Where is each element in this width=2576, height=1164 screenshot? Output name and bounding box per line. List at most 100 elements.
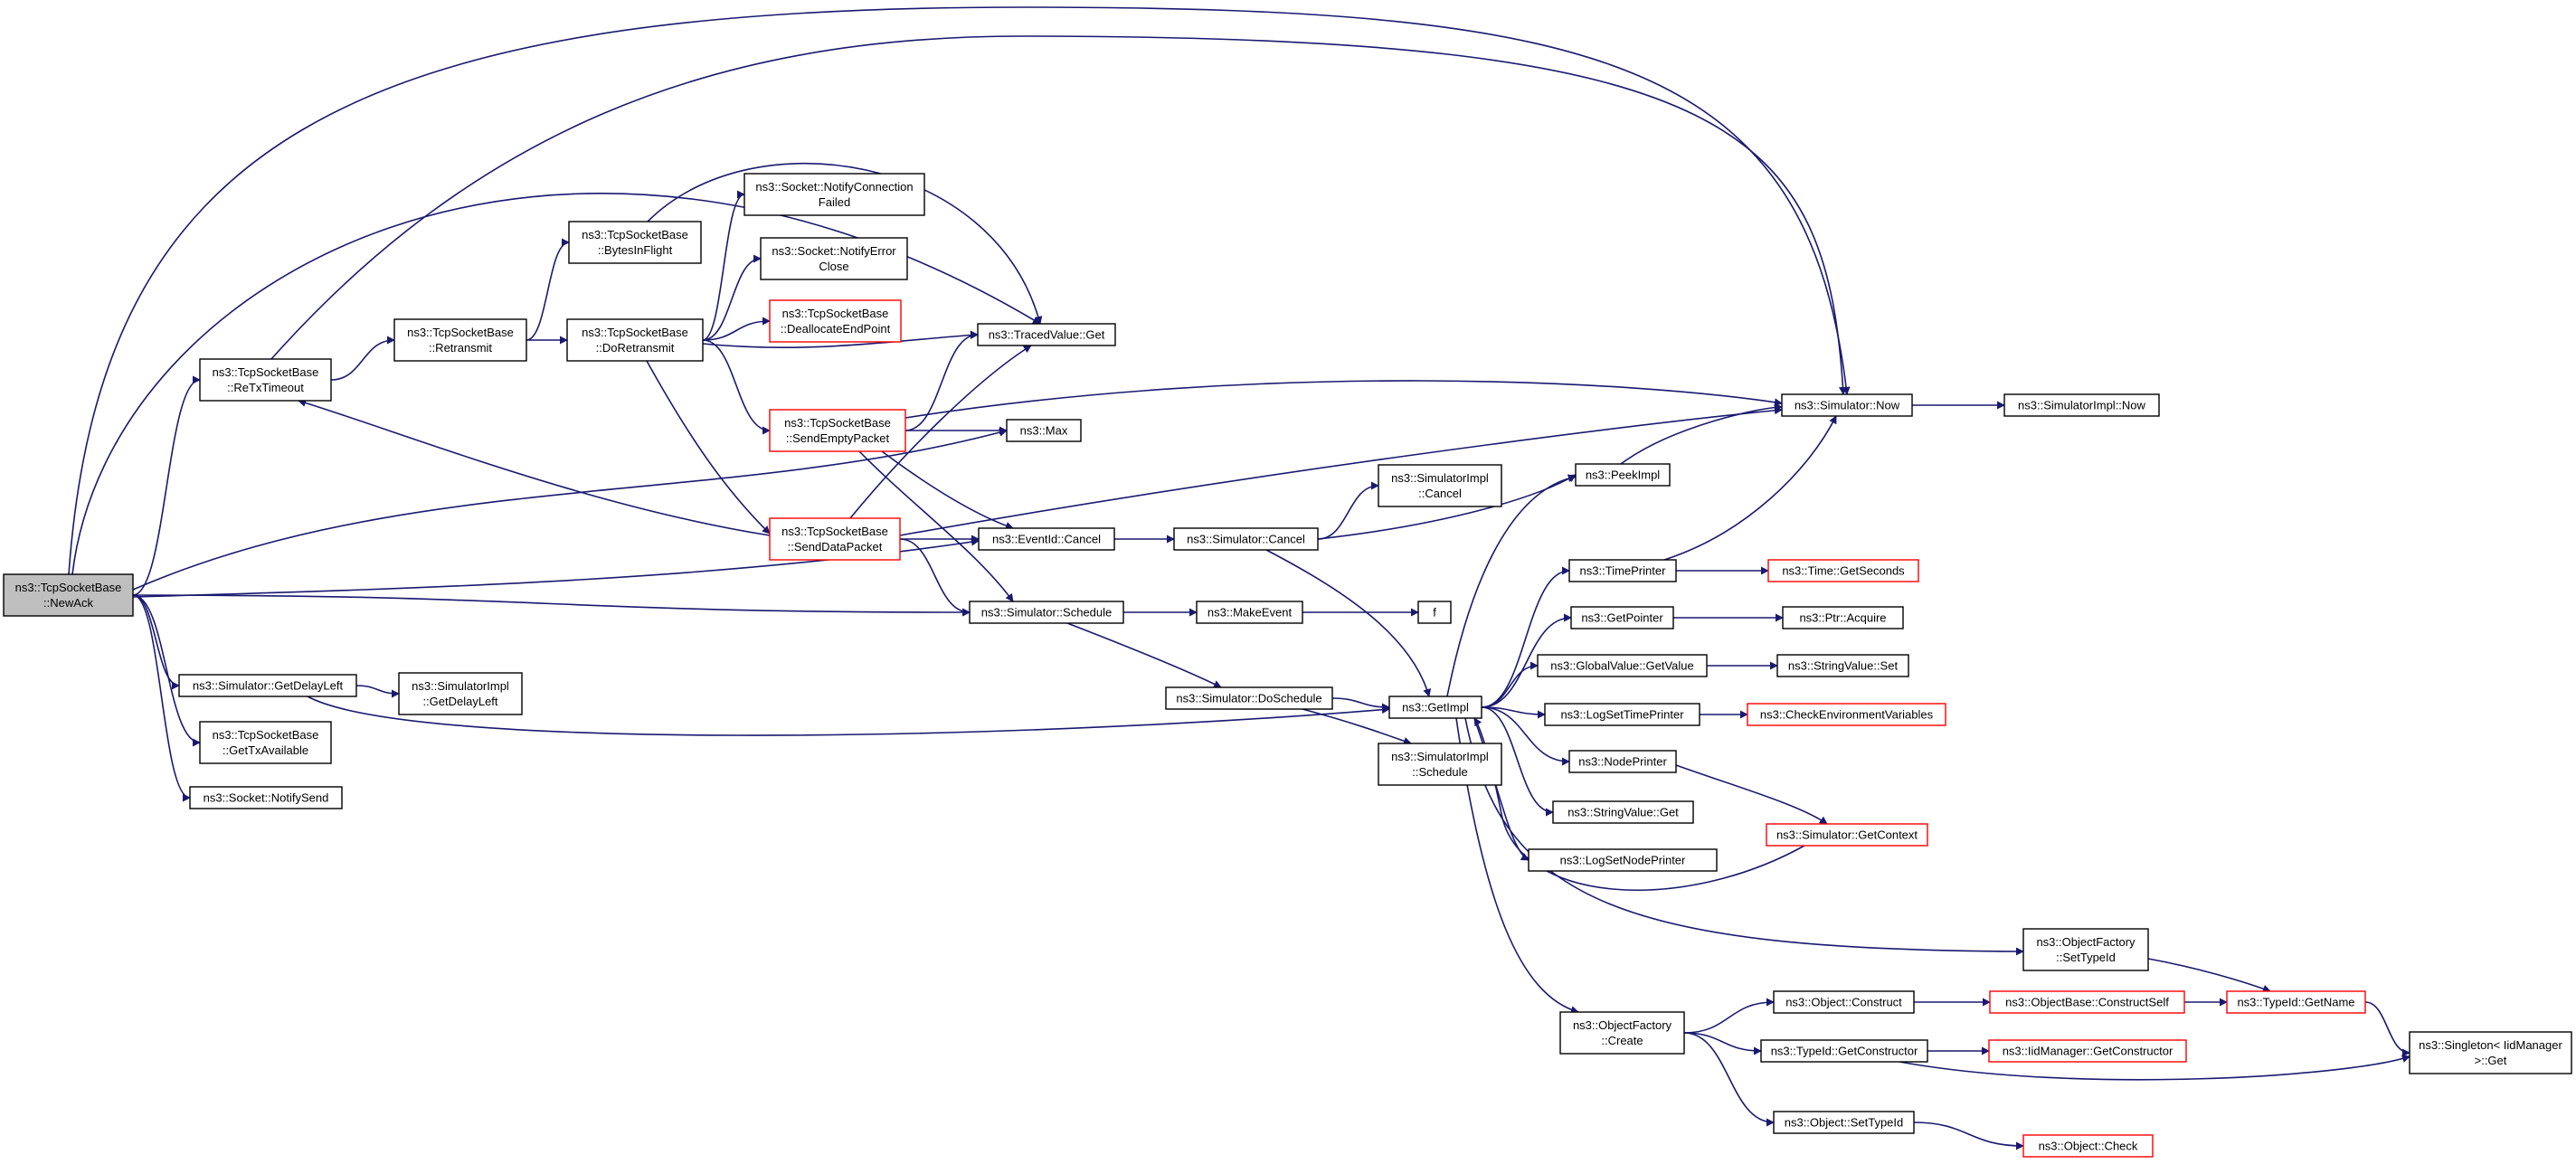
node-notifysend[interactable]: ns3::Socket::NotifySend [189, 786, 343, 809]
node-box [769, 517, 901, 561]
node-label: ::SendEmptyPacket [786, 431, 890, 445]
node-typeid_getname[interactable]: ns3::TypeId::GetName [2226, 990, 2366, 1014]
node-typeid_getconstructor[interactable]: ns3::TypeId::GetConstructor [1760, 1039, 1928, 1063]
node-box [1388, 696, 1482, 719]
node-box [1006, 419, 1082, 442]
node-nodeprinter[interactable]: ns3::NodePrinter [1568, 750, 1677, 773]
node-retransmit[interactable]: ns3::TcpSocketBase::Retransmit [393, 318, 527, 362]
node-f[interactable]: f [1417, 601, 1452, 624]
edge-retxtimeout-to-tracedget [270, 35, 1847, 395]
node-singleton_get[interactable]: ns3::Singleton< IidManager>::Get [2409, 1031, 2572, 1074]
edge-getimpl-to-objectfactory_create [1455, 717, 1579, 1015]
node-gettxavailable[interactable]: ns3::TcpSocketBase::GetTxAvailable [199, 721, 332, 764]
edge-getimpl-to-getpointer [1481, 613, 1572, 708]
node-peekimpl[interactable]: ns3::PeekImpl [1575, 463, 1671, 487]
edge-newack-to-getdelayleft [132, 594, 180, 690]
node-logsetnodeprinter[interactable]: ns3::LogSetNodePrinter [1528, 848, 1718, 872]
node-getdelayleft[interactable]: ns3::Simulator::GetDelayLeft [178, 674, 357, 697]
node-label: ::Create [1601, 1034, 1643, 1047]
node-object_settypeid[interactable]: ns3::Object::SetTypeId [1773, 1111, 1915, 1134]
node-box [189, 786, 343, 809]
node-box [969, 601, 1124, 624]
node-sim_getcontext[interactable]: ns3::Simulator::GetContext [1766, 823, 1928, 847]
node-label: ns3::TcpSocketBase [781, 525, 888, 538]
node-box [769, 299, 902, 343]
node-stringvalue_set[interactable]: ns3::StringValue::Set [1776, 654, 1909, 677]
node-box [1537, 654, 1708, 677]
node-box [743, 173, 925, 216]
node-label: ::SendDataPacket [788, 540, 883, 554]
node-label: ::Retransmit [429, 341, 492, 355]
edge-peekimpl-to-simnow [1620, 402, 1783, 465]
node-simnow[interactable]: ns3::Simulator::Now [1781, 393, 1913, 417]
node-label: ns3::SimulatorImpl [412, 679, 509, 693]
node-stringvalue_get[interactable]: ns3::StringValue::Get [1552, 800, 1694, 824]
node-doretransmit[interactable]: ns3::TcpSocketBase::DoRetransmit [566, 318, 704, 362]
node-label: ns3::Simulator::GetContext [1776, 828, 1918, 842]
node-simimpl_now[interactable]: ns3::SimulatorImpl::Now [2003, 393, 2160, 417]
edge-getimpl-to-logsetnodeprinter [1473, 717, 1530, 861]
node-box [199, 358, 332, 402]
node-label: ns3::ObjectBase::ConstructSelf [2005, 996, 2169, 1009]
node-box [1773, 990, 1915, 1014]
node-max[interactable]: ns3::Max [1006, 419, 1082, 442]
node-getpointer[interactable]: ns3::GetPointer [1570, 606, 1674, 629]
node-tracedget[interactable]: ns3::TracedValue::Get [977, 323, 1116, 346]
node-label: ns3::TcpSocketBase [784, 416, 891, 430]
edge-newack-to-simnow [68, 6, 1851, 575]
node-label: f [1433, 606, 1436, 620]
node-simimpl_getdelayleft[interactable]: ns3::SimulatorImpl::GetDelayLeft [398, 672, 523, 715]
node-getimpl[interactable]: ns3::GetImpl [1388, 696, 1482, 719]
node-newack[interactable]: ns3::TcpSocketBase::NewAck [3, 573, 134, 617]
node-iidmanager_getconstructor[interactable]: ns3::IidManager::GetConstructor [1988, 1039, 2187, 1063]
edge-simcancel-to-getimpl [1265, 549, 1432, 697]
node-timeprinter[interactable]: ns3::TimePrinter [1568, 559, 1677, 582]
edge-timeprinter-to-simnow [1663, 415, 1837, 561]
node-simcancel[interactable]: ns3::Simulator::Cancel [1173, 527, 1319, 551]
node-box [1378, 743, 1502, 786]
edge-object_settypeid-to-object_check [1913, 1121, 2024, 1150]
node-bytesinflight[interactable]: ns3::TcpSocketBase::BytesInFlight [568, 221, 702, 264]
node-box [1760, 1039, 1928, 1063]
node-retxtimeout[interactable]: ns3::TcpSocketBase::ReTxTimeout [199, 358, 332, 402]
node-label: ns3::Object::SetTypeId [1785, 1116, 1904, 1130]
edge-senddata-to-tracedget [849, 345, 1032, 519]
node-schedule[interactable]: ns3::Simulator::Schedule [969, 601, 1124, 624]
node-box [1165, 686, 1333, 710]
node-simimpl_schedule[interactable]: ns3::SimulatorImpl::Schedule [1378, 743, 1502, 786]
node-eventcancel[interactable]: ns3::EventId::Cancel [978, 527, 1115, 551]
edge-objectfactory_settypeid-to-typeid_getname [2147, 958, 2271, 993]
node-objectfactory_settypeid[interactable]: ns3::ObjectFactory::SetTypeId [2022, 928, 2149, 971]
edge-getimpl-to-stringvalue_get [1481, 706, 1554, 817]
node-label: ns3::Simulator::DoSchedule [1176, 692, 1321, 705]
node-box [1988, 1039, 2187, 1063]
node-doschedule[interactable]: ns3::Simulator::DoSchedule [1165, 686, 1333, 710]
node-box [1378, 464, 1502, 507]
node-label: ns3::Socket::NotifyConnection [755, 180, 913, 194]
node-sendempty[interactable]: ns3::TcpSocketBase::SendEmptyPacket [769, 409, 906, 452]
node-box [568, 221, 702, 264]
node-simimpl_cancel[interactable]: ns3::SimulatorImpl::Cancel [1378, 464, 1502, 507]
edge-doretransmit-to-notifyerrorclose [702, 254, 762, 341]
node-globalvalue_getvalue[interactable]: ns3::GlobalValue::GetValue [1537, 654, 1708, 677]
edge-newack-to-tracedget [71, 193, 1041, 575]
node-deallocate[interactable]: ns3::TcpSocketBase::DeallocateEndPoint [769, 299, 902, 343]
node-logsettimeprinter[interactable]: ns3::LogSetTimePrinter [1544, 703, 1700, 726]
node-objectfactory_create[interactable]: ns3::ObjectFactory::Create [1559, 1011, 1685, 1055]
node-label: ns3::TcpSocketBase [213, 728, 319, 742]
node-box [1773, 1111, 1915, 1134]
node-label: ns3::LogSetTimePrinter [1560, 708, 1684, 722]
node-object_construct[interactable]: ns3::Object::Construct [1773, 990, 1915, 1014]
node-time_getseconds[interactable]: ns3::Time::GetSeconds [1767, 559, 1919, 582]
node-checkenv[interactable]: ns3::CheckEnvironmentVariables [1747, 703, 1946, 726]
node-objectbase_constructself[interactable]: ns3::ObjectBase::ConstructSelf [1989, 990, 2185, 1014]
node-box [398, 672, 523, 715]
edge-sendempty-to-simnow [904, 380, 1783, 419]
node-object_check[interactable]: ns3::Object::Check [2022, 1134, 2154, 1158]
node-ptr_acquire[interactable]: ns3::Ptr::Acquire [1782, 606, 1904, 629]
node-makeevent[interactable]: ns3::MakeEvent [1196, 601, 1303, 624]
node-senddata[interactable]: ns3::TcpSocketBase::SendDataPacket [769, 517, 901, 561]
edge-schedule-to-doschedule [1066, 622, 1222, 688]
